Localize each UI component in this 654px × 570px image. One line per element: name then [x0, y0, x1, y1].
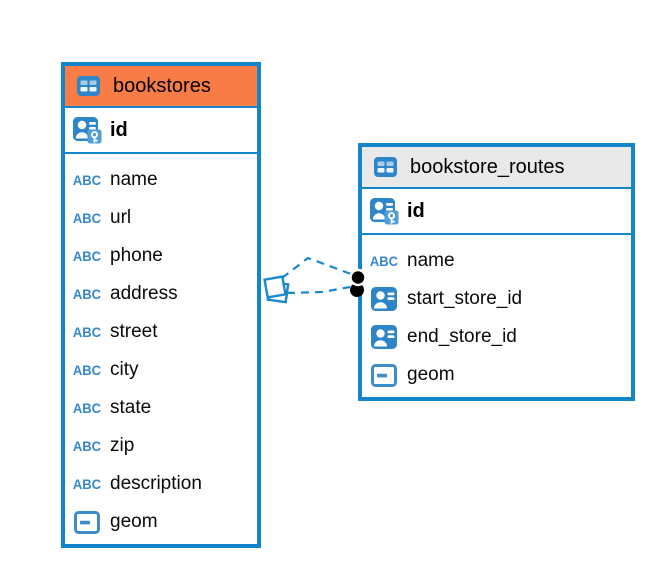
- foreign-key-type-icon: [368, 325, 400, 349]
- primary-key-icon: [71, 116, 103, 144]
- text-type-icon: ABC: [72, 438, 102, 454]
- column-name: geom: [110, 511, 158, 532]
- text-type-icon: ABC: [72, 324, 102, 340]
- text-type-icon: ABC: [72, 172, 102, 188]
- column-row[interactable]: ABC zip: [65, 427, 257, 465]
- column-row[interactable]: geom: [65, 503, 257, 541]
- column-name: name: [407, 250, 455, 271]
- column-name: phone: [110, 245, 163, 266]
- table-icon: [369, 157, 401, 177]
- primary-key-row[interactable]: id: [362, 189, 631, 235]
- text-type-icon: ABC: [72, 210, 102, 226]
- column-row[interactable]: ABC address: [65, 275, 257, 313]
- column-row[interactable]: ABC name: [362, 242, 631, 280]
- column-name: zip: [110, 435, 135, 456]
- column-row[interactable]: ABC description: [65, 465, 257, 503]
- text-type-icon: ABC: [72, 400, 102, 416]
- primary-key-icon: [368, 197, 400, 225]
- many-end-marker: [263, 275, 290, 304]
- text-type-icon: ABC: [72, 476, 102, 492]
- table-bookstore-routes[interactable]: bookstore_routes id ABC name start_store_i…: [358, 143, 635, 401]
- foreign-key-type-icon: [368, 287, 400, 311]
- primary-key-name: id: [407, 199, 425, 222]
- table-header[interactable]: bookstores: [65, 66, 257, 108]
- column-name: geom: [407, 364, 455, 385]
- geometry-type-icon: [71, 510, 103, 534]
- column-name: description: [110, 473, 202, 494]
- text-type-icon: ABC: [72, 286, 102, 302]
- column-row[interactable]: ABC phone: [65, 237, 257, 275]
- column-name: address: [110, 283, 178, 304]
- column-name: street: [110, 321, 158, 342]
- table-name: bookstore_routes: [410, 155, 565, 178]
- column-row[interactable]: ABC city: [65, 351, 257, 389]
- column-row[interactable]: end_store_id: [362, 318, 631, 356]
- text-type-icon: ABC: [369, 253, 399, 269]
- primary-key-row[interactable]: id: [65, 108, 257, 154]
- column-row[interactable]: start_store_id: [362, 280, 631, 318]
- relationship-line-upper[interactable]: [281, 256, 352, 279]
- text-type-icon: ABC: [72, 248, 102, 264]
- relationship-connector[interactable]: [263, 256, 367, 304]
- column-row[interactable]: ABC name: [65, 161, 257, 199]
- column-name: city: [110, 359, 139, 380]
- table-header[interactable]: bookstore_routes: [362, 147, 631, 189]
- column-row[interactable]: ABC state: [65, 389, 257, 427]
- geometry-type-icon: [368, 363, 400, 387]
- column-name: state: [110, 397, 152, 418]
- text-type-icon: ABC: [72, 362, 102, 378]
- column-row[interactable]: ABC street: [65, 313, 257, 351]
- relationship-line-lower[interactable]: [286, 285, 351, 295]
- column-row[interactable]: ABC url: [65, 199, 257, 237]
- column-row[interactable]: geom: [362, 356, 631, 394]
- column-name: url: [110, 207, 132, 228]
- column-name: end_store_id: [407, 326, 517, 347]
- column-name: start_store_id: [407, 288, 523, 309]
- table-icon: [72, 76, 104, 96]
- column-name: name: [110, 169, 158, 190]
- primary-key-name: id: [110, 118, 128, 141]
- table-name: bookstores: [113, 74, 211, 97]
